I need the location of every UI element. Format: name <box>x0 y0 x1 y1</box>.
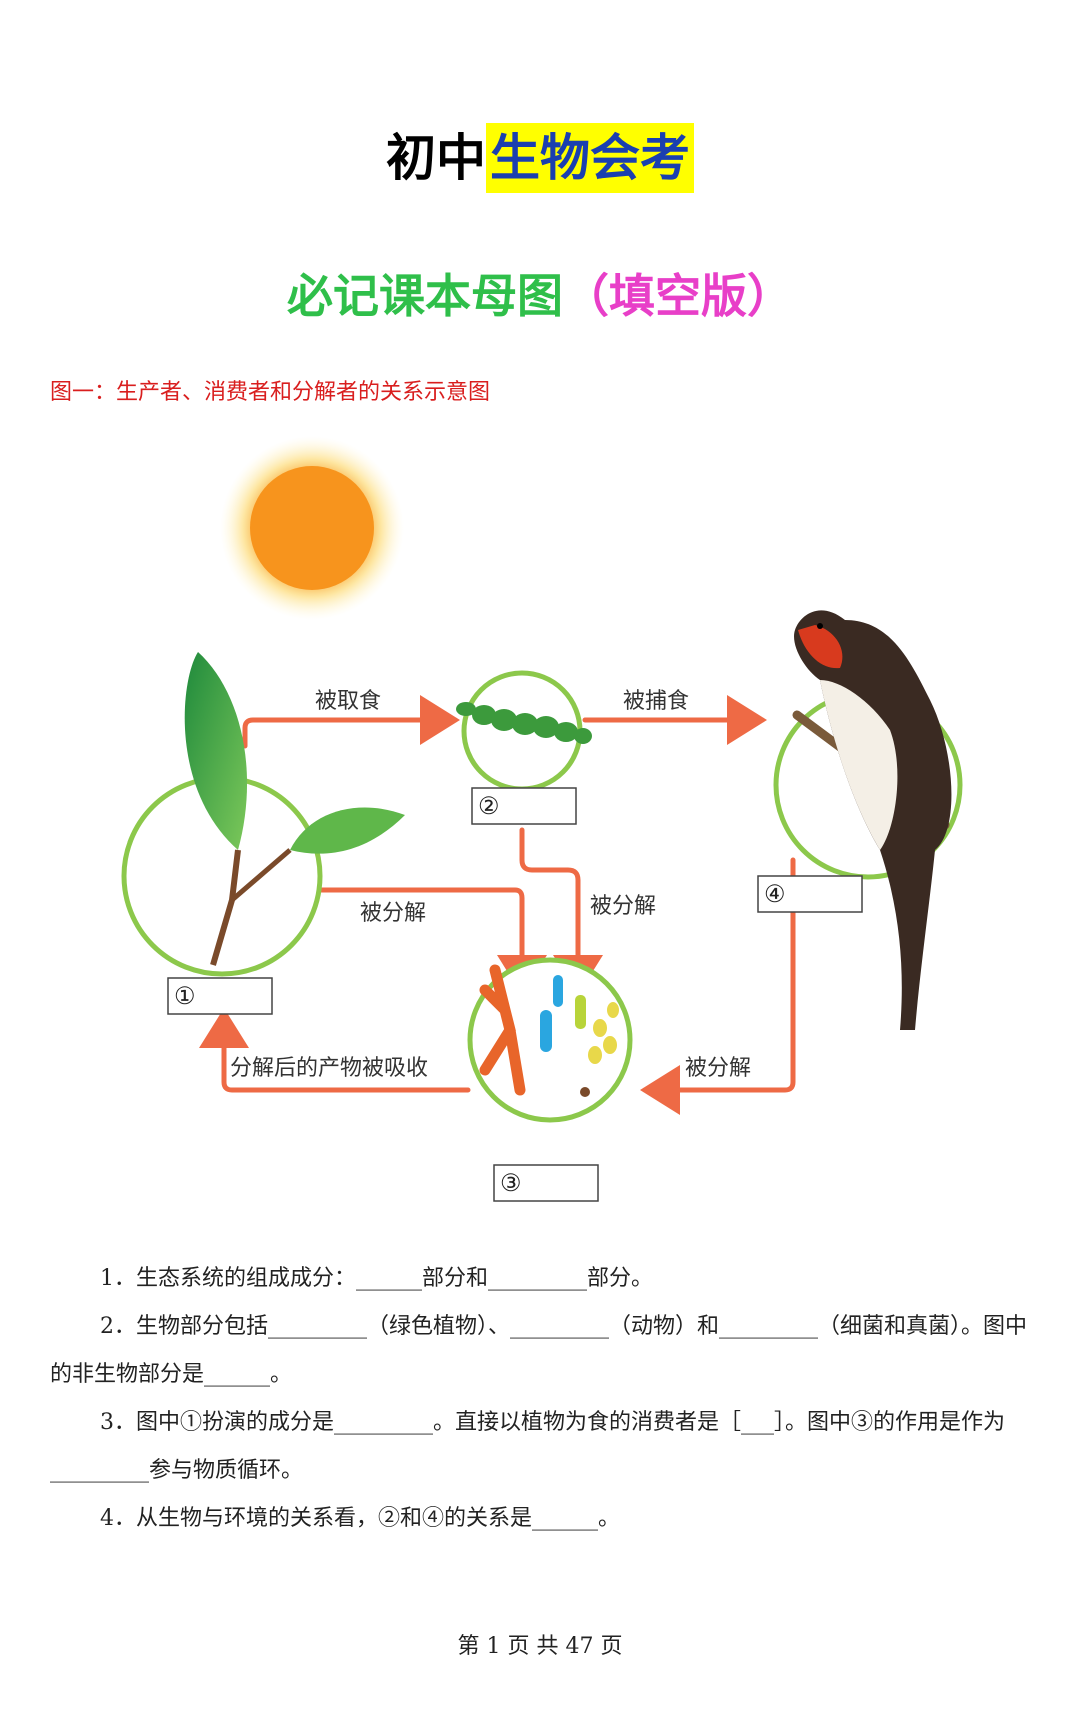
arrow-absorbed <box>199 1008 471 1093</box>
label-absorbed: 分解后的产物被吸收 <box>230 1056 428 1081</box>
question-2: 2．生物部分包括_________（绿色植物）、_________（动物）和__… <box>50 1314 1027 1387</box>
label-box-1: ① <box>167 977 273 1015</box>
caterpillar-icon <box>456 670 592 792</box>
question-3: 3．图中①扮演的成分是_________。直接以植物为食的消费者是［___］。图… <box>50 1410 1005 1483</box>
figure-caption: 图一：生产者、消费者和分解者的关系示意图 <box>50 380 491 405</box>
subtitle-green: 必记课本母图 <box>287 269 563 323</box>
label-eaten: 被取食 <box>315 689 381 714</box>
label-box-2: ② <box>471 787 577 825</box>
question-4: 4．从生物与环境的关系看，②和④的关系是______。 <box>100 1506 620 1531</box>
arrow-plant-decompose <box>317 887 547 995</box>
label-box-4-text: ④ <box>764 880 786 908</box>
label-preyed: 被捕食 <box>623 689 689 714</box>
label-decomposed-bird: 被分解 <box>685 1056 751 1081</box>
label-box-3-text: ③ <box>500 1169 522 1197</box>
label-box-1-text: ① <box>174 982 196 1010</box>
label-decomposed-insect: 被分解 <box>590 894 656 919</box>
page-title: 初中生物会考 <box>0 118 1080 193</box>
title-plain: 初中 <box>386 129 486 187</box>
label-box-4: ④ <box>757 875 863 913</box>
page-subtitle: 必记课本母图（填空版） <box>0 260 1080 326</box>
title-highlight: 生物会考 <box>486 123 694 193</box>
label-box-3: ③ <box>493 1164 599 1202</box>
label-box-2-text: ② <box>478 792 500 820</box>
swallow-icon <box>773 610 963 1030</box>
ecosystem-diagram: ① ② ③ ④ 被取食 被捕食 被分解 被分解 被分解 分解后的产物被吸收 <box>121 436 963 1202</box>
arrow-insect-decompose <box>519 827 603 995</box>
question-1: 1．生态系统的组成成分：______部分和_________部分。 <box>100 1266 653 1291</box>
arrow-bird-decompose <box>640 857 796 1115</box>
label-decomposed-plant: 被分解 <box>360 901 426 926</box>
question-list: 1．生态系统的组成成分：______部分和_________部分。 2．生物部分… <box>50 1255 1040 1543</box>
sun-icon <box>220 436 404 620</box>
subtitle-pink: （填空版） <box>563 269 793 323</box>
page-footer: 第 1 页 共 47 页 <box>457 1634 623 1659</box>
arrow-eaten <box>242 695 460 749</box>
decomposer-icon <box>467 957 633 1123</box>
plant-icon <box>121 652 405 977</box>
